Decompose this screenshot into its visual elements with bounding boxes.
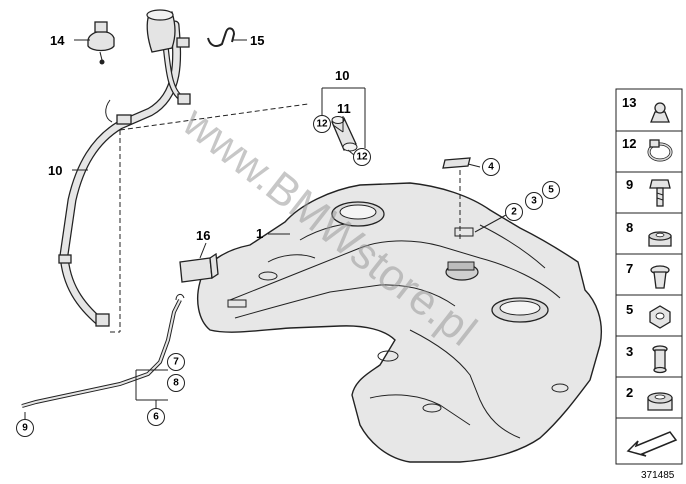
- svg-text:7: 7: [173, 357, 179, 368]
- svg-text:2: 2: [511, 207, 517, 218]
- panel-label-12: 12: [622, 136, 636, 151]
- panel-label-7: 7: [626, 261, 633, 276]
- callout-4: 4: [482, 158, 500, 176]
- panel-row-2[interactable]: 2: [626, 385, 673, 411]
- filler-pipe[interactable]: [58, 9, 191, 327]
- panel-row-5[interactable]: 5: [626, 302, 671, 329]
- callout-5: 5: [542, 181, 560, 199]
- svg-text:8: 8: [173, 378, 179, 389]
- callout-10-kit: 10: [335, 68, 349, 83]
- panel-label-3: 3: [626, 344, 633, 359]
- expanding-rivet-icon: [652, 345, 668, 374]
- breather-line[interactable]: [21, 293, 185, 408]
- callout-9: 9: [16, 419, 34, 437]
- panel-row-13[interactable]: 13: [622, 95, 670, 123]
- svg-text:12: 12: [316, 119, 328, 130]
- panel-label-8: 8: [626, 220, 633, 235]
- panel-row-7[interactable]: 7: [626, 261, 670, 289]
- hose-clamp-icon: [647, 139, 673, 162]
- callout-3: 3: [525, 192, 543, 210]
- rubber-mount-icon: [647, 392, 673, 411]
- svg-text:6: 6: [153, 412, 159, 423]
- svg-text:9: 9: [22, 423, 28, 434]
- label-plate[interactable]: [442, 157, 471, 169]
- rubber-grommet-icon: [648, 231, 672, 247]
- callout-14: 14: [50, 33, 65, 48]
- panel-label-5: 5: [626, 302, 633, 317]
- callout-2: 2: [505, 203, 523, 221]
- callout-16: 16: [196, 228, 210, 243]
- callout-8: 8: [167, 374, 185, 392]
- callout-12-bottom: 12: [353, 148, 371, 166]
- diagram-number: 371485: [641, 470, 675, 481]
- fuel-tank[interactable]: [197, 182, 602, 463]
- panel-row-9[interactable]: 9: [626, 177, 671, 207]
- panel-row-12[interactable]: 12: [622, 136, 673, 162]
- callout-11: 11: [337, 101, 351, 116]
- callout-15: 15: [250, 33, 264, 48]
- plastic-rivet-icon: [650, 265, 670, 289]
- push-nut-icon: [650, 102, 670, 123]
- callout-1: 1: [256, 226, 263, 241]
- vent-hose-kit[interactable]: [331, 116, 358, 152]
- callout-10-pipe: 10: [48, 163, 62, 178]
- bracket-16[interactable]: [179, 252, 219, 283]
- svg-text:4: 4: [488, 162, 494, 173]
- panel-label-9: 9: [626, 177, 633, 192]
- panel-label-13: 13: [622, 95, 636, 110]
- fuel-cap[interactable]: [87, 21, 115, 65]
- clip-15[interactable]: [207, 27, 236, 47]
- svg-text:5: 5: [548, 185, 554, 196]
- hex-bolt-icon: [649, 179, 671, 207]
- callout-12-top: 12: [313, 115, 331, 133]
- svg-text:3: 3: [531, 196, 537, 207]
- svg-text:12: 12: [356, 152, 368, 163]
- panel-row-8[interactable]: 8: [626, 220, 672, 247]
- panel-label-2: 2: [626, 385, 633, 400]
- callout-7: 7: [167, 353, 185, 371]
- hex-nut-icon: [649, 305, 671, 329]
- direction-arrow-icon: [626, 431, 678, 457]
- panel-row-3[interactable]: 3: [626, 344, 668, 374]
- callout-6: 6: [147, 408, 165, 426]
